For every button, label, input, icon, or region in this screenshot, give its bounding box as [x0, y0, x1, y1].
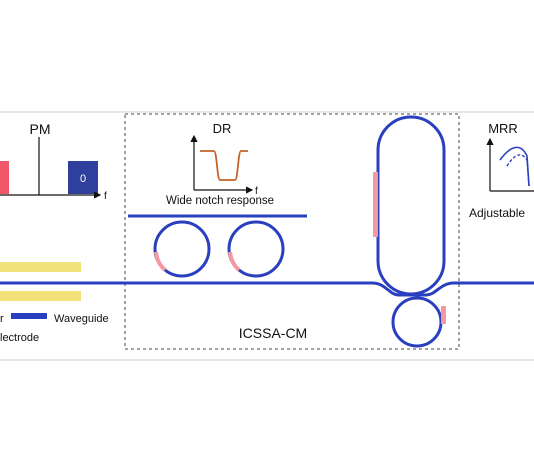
legend-waveguide-label: Waveguide — [54, 313, 109, 325]
mrr-label: MRR — [488, 121, 518, 136]
mrr-response-dashed — [506, 154, 530, 187]
pm-blue-bar — [68, 161, 98, 194]
icssa-cm-module-box — [124, 113, 460, 350]
dr-notch-curve — [200, 150, 248, 181]
dr-axis-f-label: f — [255, 186, 258, 197]
pm-axis-f-label: f — [104, 191, 107, 202]
electrode-bar-bottom — [0, 291, 81, 301]
lower-loop-resonator — [391, 296, 443, 348]
legend-partial-text: r — [0, 313, 4, 325]
racetrack-heater — [373, 172, 378, 237]
legend-waveguide-swatch — [11, 313, 47, 319]
electrode-bar-top — [0, 262, 81, 272]
lower-loop-heater — [441, 306, 446, 324]
icssa-cm-label: ICSSA-CM — [239, 325, 307, 341]
dr-label: DR — [213, 121, 232, 136]
ring-resonator-2 — [227, 220, 285, 278]
legend-electrode-label: lectrode — [0, 332, 39, 344]
ring-1-heater — [154, 251, 167, 272]
wide-notch-caption: Wide notch response — [166, 195, 274, 207]
pm-label: PM — [30, 121, 51, 137]
racetrack-resonator — [376, 115, 446, 296]
pm-bar-value: 0 — [80, 173, 86, 185]
pm-red-bar — [0, 161, 9, 194]
adjustable-caption: Adjustable — [469, 206, 525, 220]
mrr-response-solid — [499, 146, 530, 187]
ring-resonator-1 — [153, 220, 211, 278]
ring-2-heater — [228, 251, 241, 272]
